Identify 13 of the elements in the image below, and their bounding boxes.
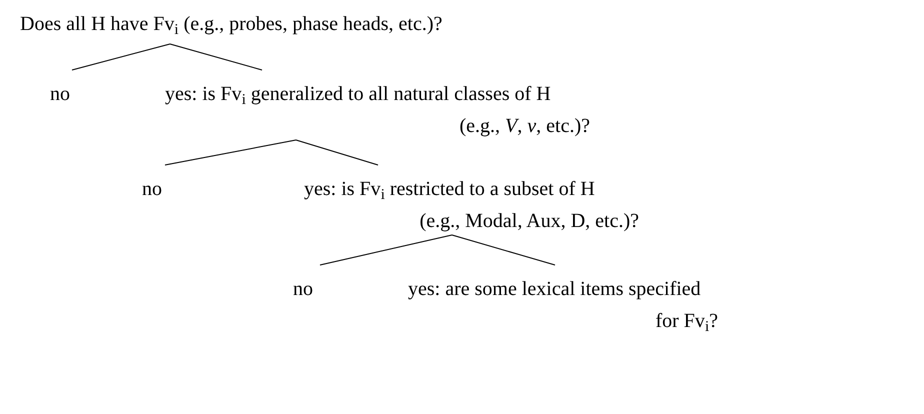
tree-branch-line — [296, 140, 378, 166]
tree-branch-line — [72, 44, 170, 70]
question-text: Does all H have Fv$_{i}$ (e.g., probes, phase heads, etc.)? — [20, 12, 444, 40]
tree-branch-line — [320, 234, 452, 266]
question-text: no — [292, 277, 313, 302]
tree-branch-line — [170, 44, 262, 70]
tree-branch-line — [164, 140, 296, 166]
question-text: no — [49, 82, 70, 107]
question-text: no — [141, 177, 162, 202]
tree-branch-line — [452, 234, 556, 266]
question-text: yes: is Fv$_{i}$ generalized to all natural classes of H (e.g., V, v, etc.)? — [165, 82, 590, 139]
question-text: yes: are some lexical items specified for Fv$_{i}$? — [408, 277, 718, 337]
question-text: yes: is Fv$_{i}$ restricted to a subset of H (e.g., Modal, Aux, D, etc.)? — [304, 177, 639, 234]
